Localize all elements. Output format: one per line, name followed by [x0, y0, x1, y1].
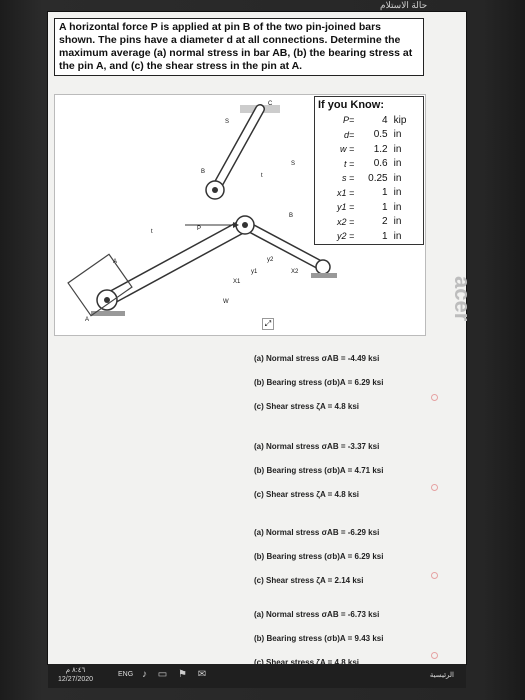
support-a — [91, 311, 125, 316]
option-1[interactable]: (a) Normal stress σAB = -4.49 ksi(b) Bea… — [254, 354, 384, 411]
known-title: If you Know: — [318, 99, 384, 111]
taskbar-search[interactable]: الرئيسية — [429, 672, 454, 679]
label-t1: t — [261, 173, 263, 179]
label-b1: B — [201, 169, 205, 175]
label-s2: S — [291, 161, 295, 167]
radio-option-1[interactable] — [431, 394, 438, 401]
label-a1: A — [113, 259, 117, 265]
tray-icons[interactable]: ♪ ▭ ⚑ ✉ — [142, 669, 211, 680]
option-4[interactable]: (a) Normal stress σAB = -6.73 ksi(b) Bea… — [254, 610, 384, 667]
support-c — [311, 273, 337, 278]
radio-option-2[interactable] — [431, 484, 438, 491]
option-3[interactable]: (a) Normal stress σAB = -6.29 ksi(b) Bea… — [254, 528, 384, 585]
radio-option-3[interactable] — [431, 572, 438, 579]
label-y2: y2 — [267, 257, 274, 263]
screen: A horizontal force P is applied at pin B… — [48, 12, 466, 667]
status-strip: حالة الاستلام — [380, 0, 428, 10]
option-2[interactable]: (a) Normal stress σAB = -3.37 ksi(b) Bea… — [254, 442, 384, 499]
monitor-logo: acer — [450, 276, 475, 322]
label-x1: X1 — [233, 279, 241, 285]
label-y1: y1 — [251, 269, 258, 275]
label-a2: A — [85, 317, 89, 323]
label-p: P — [197, 226, 201, 232]
expand-icon[interactable]: ⤢ — [262, 318, 274, 330]
language-indicator[interactable]: ENG — [118, 671, 134, 678]
label-b2: B — [289, 213, 293, 219]
clevis-detail — [67, 253, 133, 317]
label-w2: W — [223, 299, 229, 305]
radio-option-4[interactable] — [431, 652, 438, 659]
label-x2: X2 — [291, 269, 299, 275]
label-t2: t — [151, 229, 153, 235]
pin-c — [315, 259, 331, 275]
problem-statement: A horizontal force P is applied at pin B… — [54, 18, 424, 76]
label-s1: S — [225, 119, 229, 125]
label-c: C — [268, 101, 273, 107]
